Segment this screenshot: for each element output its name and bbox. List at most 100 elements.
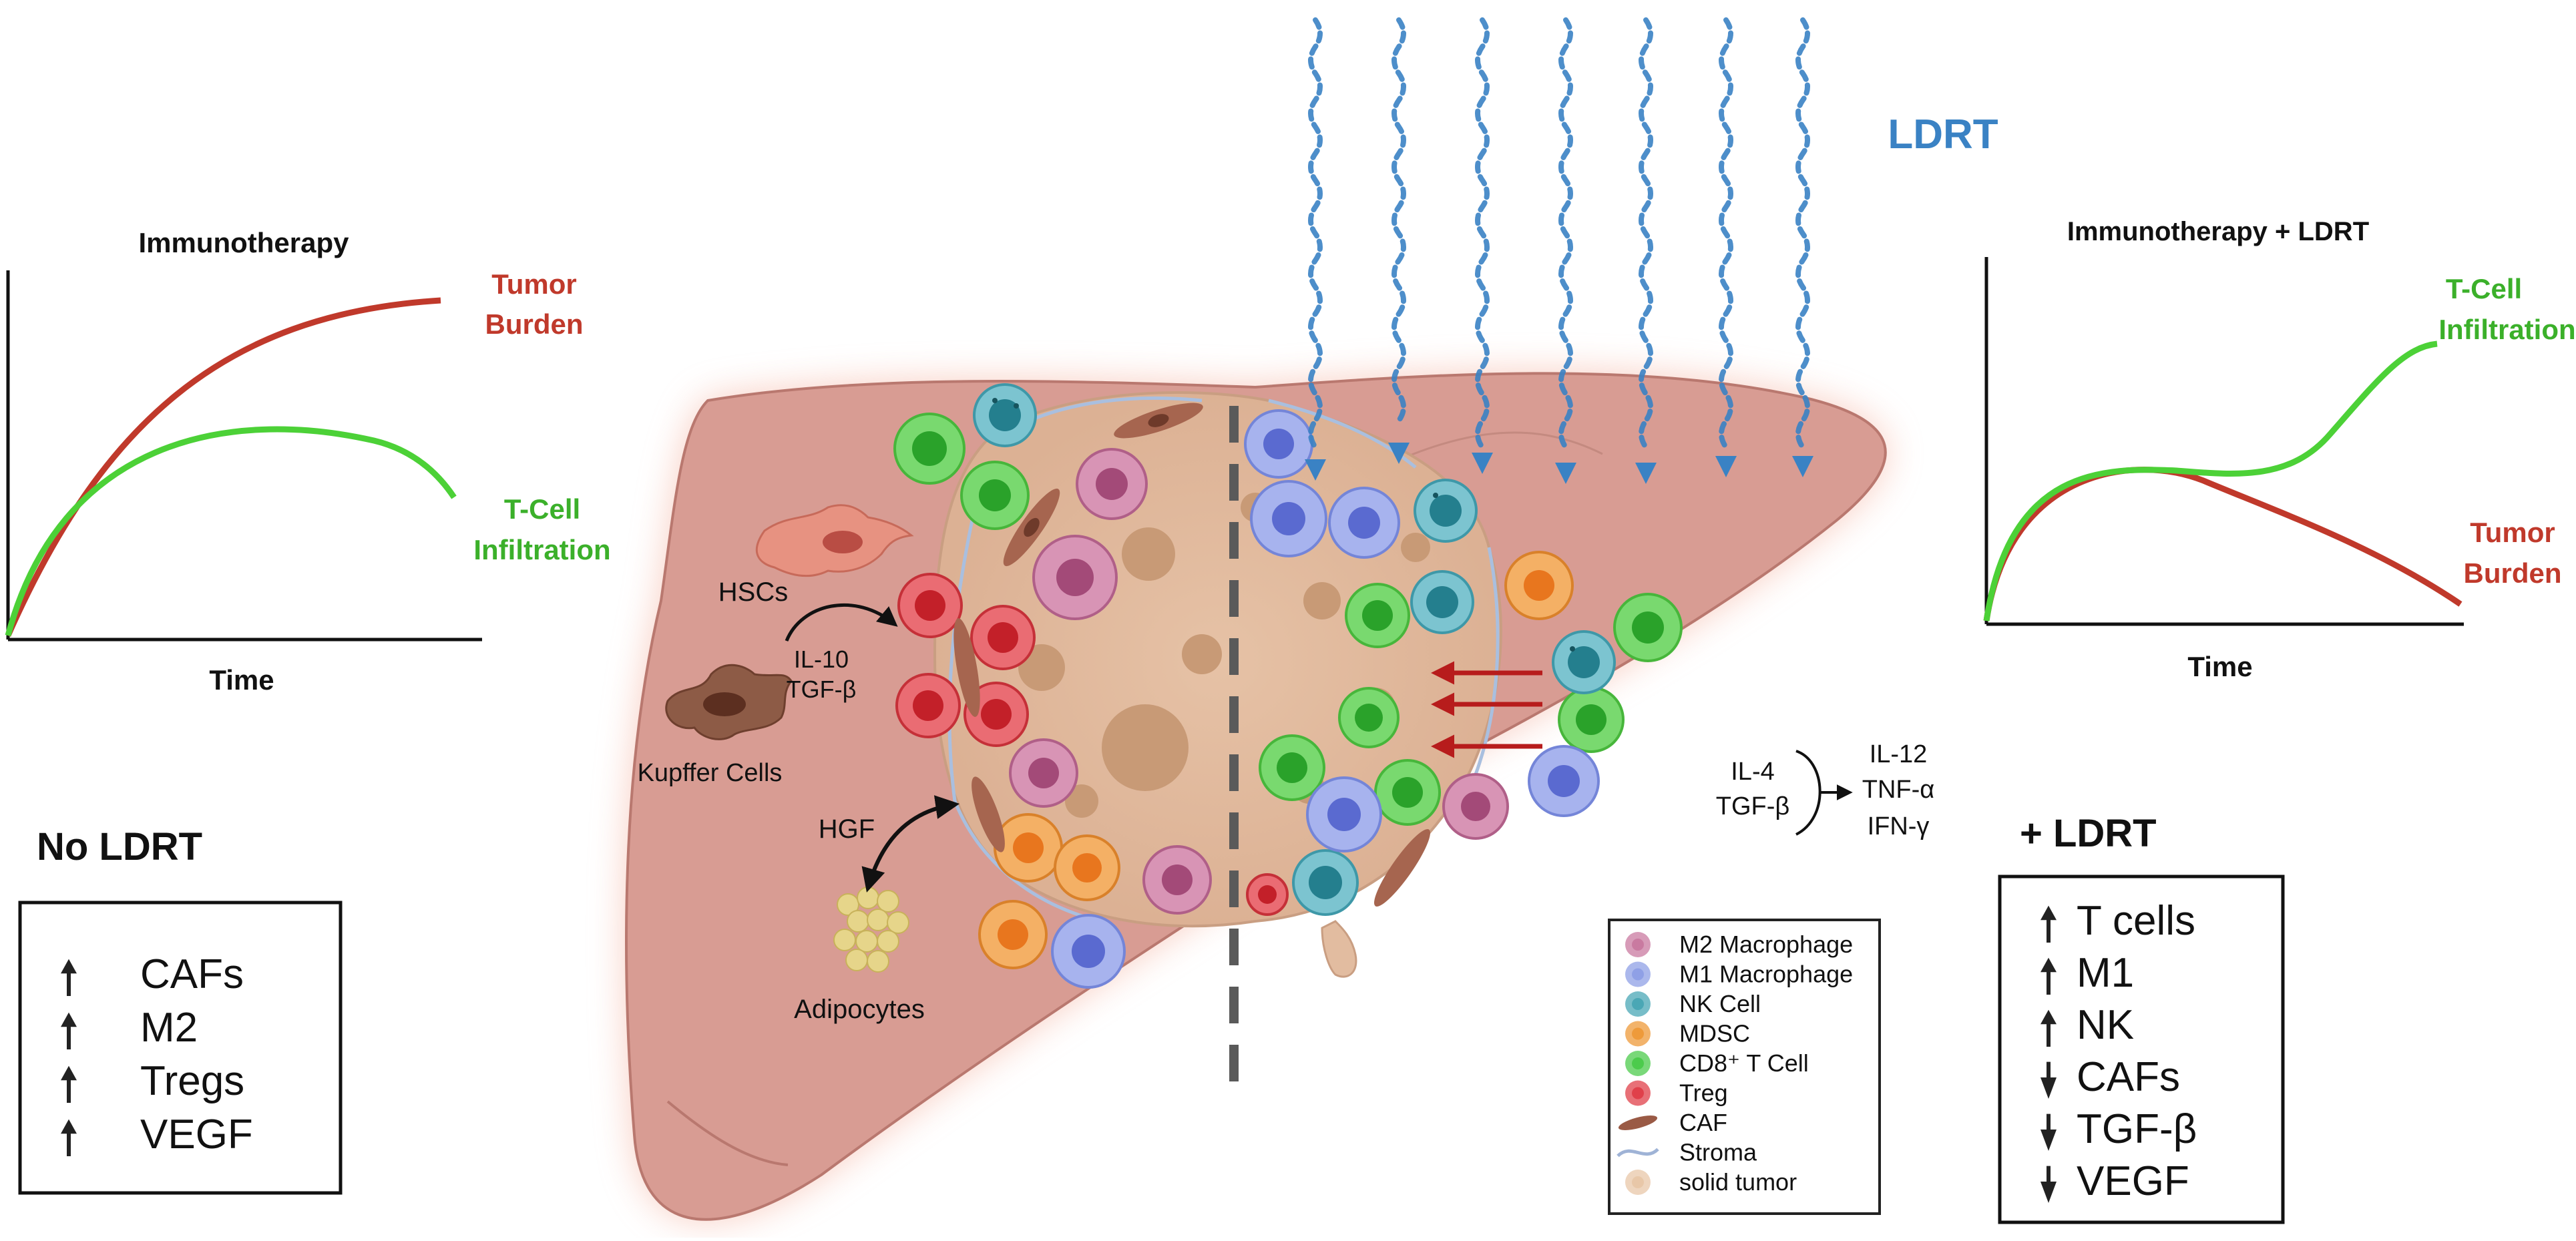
treg [895, 673, 961, 738]
arrow-up-icon [61, 959, 77, 996]
legend-label: CAF [1679, 1109, 1727, 1136]
cd8-t-cell [1374, 759, 1441, 826]
legend-label: M1 Macrophage [1679, 961, 1853, 988]
legend-label: M2 Macrophage [1679, 931, 1853, 958]
list-item-label: VEGF [140, 1111, 253, 1158]
adipocytes [833, 887, 909, 973]
ldrt-wave-arrowhead [1472, 453, 1493, 474]
m1-macrophage [1328, 487, 1400, 559]
ldrt-wave [1558, 17, 1573, 450]
liver-fold [666, 1100, 789, 1166]
ldrt-wave-arrowhead [1555, 463, 1576, 484]
cd8-t-cell-icon [1625, 1051, 1651, 1076]
right-chart-title: Immunotherapy + LDRT [2067, 217, 2369, 246]
hscs-label: HSCs [718, 577, 788, 607]
ldrt-wave [1719, 17, 1733, 450]
mdsc-icon [1625, 1021, 1651, 1047]
right-tcell-label-2: Infiltration [2438, 314, 2575, 345]
arrow-down-icon [2041, 1113, 2057, 1151]
arrow-up-icon [2041, 957, 2057, 995]
caf [972, 776, 1005, 852]
ldrt-wave-arrowhead [1792, 456, 1813, 477]
cd8-t-cell [1558, 686, 1625, 753]
cells [665, 383, 1683, 989]
tumor-nucleus [1401, 533, 1430, 562]
arrow-down-icon [2041, 1061, 2057, 1099]
hsc-cell [755, 504, 914, 577]
left-tcell-label-1: T-Cell [504, 493, 580, 525]
mdsc [978, 900, 1048, 969]
m2-macrophage [1442, 773, 1509, 840]
legend-box [1608, 919, 1881, 1215]
cd8-t-cell [1345, 583, 1410, 648]
treg [897, 573, 963, 638]
caf [953, 618, 980, 717]
left-chart: Immunotherapy Tumor Burden T-Cell Infilt… [5, 227, 611, 696]
legend-label: MDSC [1679, 1020, 1750, 1047]
treg [970, 605, 1036, 670]
conversion-output-tnfa: TNF-α [1862, 776, 1935, 804]
tumor-nucleus [1122, 527, 1175, 581]
nk-cell [973, 383, 1037, 447]
no-ldrt-box [18, 901, 343, 1195]
legend-label: Treg [1679, 1079, 1728, 1107]
conversion-bracket [1795, 750, 1821, 836]
legend-label: NK Cell [1679, 990, 1761, 1017]
m2-macrophage [1076, 448, 1148, 520]
ldrt-wave [1308, 17, 1323, 450]
cd8-t-cell [1613, 593, 1683, 662]
left-chart-title: Immunotherapy [138, 227, 349, 258]
ldrt-wave-arrowhead [1388, 443, 1410, 464]
plus-ldrt-box [1998, 875, 2285, 1224]
ldrt-label: LDRT [1888, 111, 1998, 158]
right-tcell-label-1: T-Cell [2446, 273, 2522, 304]
right-chart-xlabel: Time [2187, 651, 2252, 682]
adipocytes-label: Adipocytes [794, 995, 925, 1024]
legend-label: CD8⁺ T Cell [1679, 1049, 1809, 1077]
ldrt-wave-arrowhead [1305, 459, 1326, 481]
ldrt-wave [1475, 17, 1490, 450]
list-item-label: TGF-β [2077, 1106, 2197, 1152]
liver-annotations: HSCs IL-10 TGF-β Kupffer Cells HGF Adipo… [638, 577, 960, 1024]
cd8-t-cell [1259, 734, 1325, 801]
list-item-label: M2 [140, 1005, 198, 1051]
m2-macrophage [1009, 738, 1078, 808]
list-item-label: T cells [2077, 898, 2195, 944]
caf [1003, 488, 1060, 567]
left-chart-xlabel: Time [209, 664, 274, 696]
left-tcell-label-2: Infiltration [473, 534, 610, 565]
no-ldrt-heading: No LDRT [37, 825, 202, 868]
m1-macrophage-icon [1625, 961, 1651, 987]
left-tumor-label-1: Tumor [491, 268, 577, 300]
m1-macrophage [1051, 914, 1126, 989]
caf [1114, 403, 1203, 439]
legend-label: solid tumor [1679, 1168, 1797, 1196]
treg-icon [1625, 1080, 1651, 1106]
infiltration-arrows [1431, 661, 1542, 758]
arrow-down-icon [2041, 1166, 2057, 1203]
mdsc [1504, 551, 1574, 620]
hgf-arrow [861, 795, 960, 893]
kupffer-label: Kupffer Cells [638, 759, 783, 787]
arrow-up-icon [61, 1012, 77, 1049]
nk-cell [1414, 479, 1478, 543]
tumor-protrusion [1321, 920, 1357, 978]
ldrt-wave [1391, 17, 1406, 423]
conversion-input-tgfb: TGF-β [1716, 792, 1790, 820]
caf-icon [1618, 1115, 1658, 1130]
list-item-label: CAFs [2077, 1054, 2180, 1100]
nk-cell [1410, 570, 1474, 634]
cd8-t-cell [1338, 687, 1400, 748]
ldrt-radiation: LDRT [1305, 17, 1998, 484]
treg [1246, 873, 1289, 916]
ldrt-wave-arrowhead [1715, 456, 1737, 477]
hgf-label: HGF [819, 814, 875, 844]
arrow-up-icon [2041, 905, 2057, 943]
m1-macrophage [1250, 480, 1327, 557]
right-tumor-label-2: Burden [2464, 557, 2562, 589]
nk-cell [1292, 849, 1359, 916]
arrow-up-icon [61, 1119, 77, 1156]
plus-ldrt-heading: + LDRT [2020, 812, 2157, 855]
list-item-label: CAFs [140, 951, 244, 997]
